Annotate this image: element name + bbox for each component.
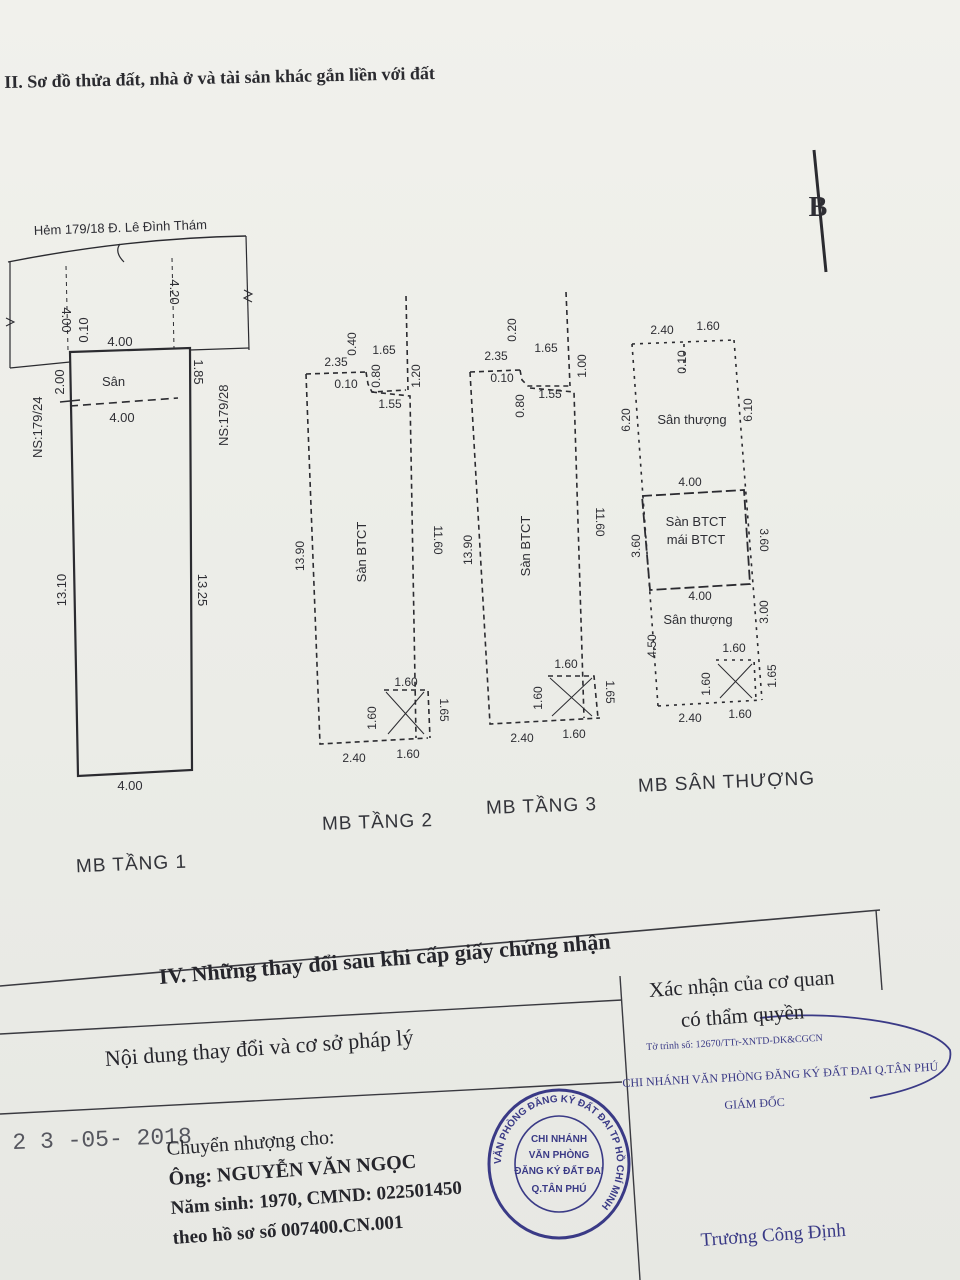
site-plan-drawing: B Hẻm 179/18 Đ. Lê Đình Thám NS:179/ (5, 149, 828, 793)
slab-label: Sàn BTCT (354, 522, 369, 583)
north-arrow-icon: B (809, 149, 828, 273)
svg-text:1.60: 1.60 (562, 727, 586, 741)
svg-text:3.60: 3.60 (629, 534, 643, 558)
svg-text:2.00: 2.00 (52, 369, 67, 394)
stamp-line-3: ĐĂNG KÝ ĐẤT ĐAI (514, 1164, 604, 1177)
svg-text:0.10: 0.10 (76, 317, 91, 342)
plan-floor-3 (469, 291, 601, 725)
svg-text:1.55: 1.55 (378, 397, 402, 411)
svg-text:0.80: 0.80 (369, 364, 383, 388)
svg-text:4.20: 4.20 (167, 279, 182, 304)
svg-text:13.25: 13.25 (195, 574, 210, 607)
svg-text:1.60: 1.60 (728, 707, 752, 721)
svg-text:1.55: 1.55 (538, 387, 562, 401)
svg-text:1.60: 1.60 (699, 672, 713, 696)
svg-text:0.10: 0.10 (490, 371, 514, 385)
slab-line-1: Sàn BTCT (666, 514, 727, 529)
svg-text:1.65: 1.65 (603, 680, 617, 704)
svg-text:2.40: 2.40 (678, 711, 702, 725)
svg-text:2.35: 2.35 (324, 355, 348, 369)
slab-label: Sàn BTCT (518, 516, 533, 577)
svg-text:11.60: 11.60 (431, 525, 445, 554)
svg-text:1.65: 1.65 (765, 664, 779, 688)
svg-text:13.90: 13.90 (293, 541, 307, 571)
svg-text:4.50: 4.50 (645, 634, 659, 658)
caption-floor-3: MB TẦNG 3 (485, 794, 598, 819)
svg-text:1.60: 1.60 (396, 747, 420, 761)
plan-rooftop (631, 339, 763, 707)
svg-text:2.40: 2.40 (650, 323, 674, 337)
svg-text:1.60: 1.60 (554, 657, 578, 671)
terrace-bottom-label: Sân thượng (663, 612, 732, 627)
stamp-line-4: Q.TÂN PHÚ (532, 1182, 587, 1195)
svg-text:4.00: 4.00 (109, 410, 134, 425)
svg-text:1.65: 1.65 (534, 341, 558, 355)
svg-text:1.60: 1.60 (696, 319, 720, 333)
svg-text:1.60: 1.60 (365, 706, 379, 730)
right-neighbor-label: NS:179/28 (216, 385, 231, 446)
svg-text:0.10: 0.10 (334, 377, 358, 391)
official-stamp: VĂN PHÒNG ĐĂNG KÝ ĐẤT ĐAI TP HỒ CHÍ MINH… (487, 1088, 631, 1240)
changes-table: IV. Những thay đổi sau khi cấp giấy chứn… (0, 900, 960, 1280)
terrace-top-label: Sân thượng (657, 412, 726, 427)
plan-floor-2-labels: 2.35 1.65 0.40 0.10 0.80 1.55 1.20 13.90… (293, 332, 451, 765)
svg-text:2.35: 2.35 (484, 349, 508, 363)
svg-text:1.85: 1.85 (191, 359, 206, 384)
svg-text:2.40: 2.40 (342, 751, 366, 765)
yard-label: Sân (102, 374, 125, 389)
plan-floor-1-labels: Hẻm 179/18 Đ. Lê Đình Thám NS:179/24 NS:… (30, 217, 231, 793)
left-neighbor-label: NS:179/24 (30, 397, 45, 458)
svg-text:4.00: 4.00 (117, 778, 142, 793)
svg-text:11.60: 11.60 (593, 507, 607, 536)
svg-text:4.00: 4.00 (688, 589, 712, 603)
svg-text:0.10: 0.10 (675, 350, 689, 374)
director-title: GIÁM ĐỐC (724, 1094, 785, 1112)
svg-text:0.20: 0.20 (505, 318, 519, 342)
svg-text:4.00: 4.00 (59, 307, 74, 332)
svg-text:1.60: 1.60 (394, 675, 418, 689)
svg-text:13.90: 13.90 (461, 535, 475, 565)
svg-text:1.65: 1.65 (437, 698, 451, 722)
svg-text:6.20: 6.20 (619, 408, 633, 432)
stamp-line-2: VĂN PHÒNG (529, 1148, 590, 1161)
plan-floor-1 (5, 235, 254, 778)
stamp-line-1: CHI NHÁNH (531, 1132, 587, 1145)
svg-text:4.00: 4.00 (678, 475, 702, 489)
svg-text:1.60: 1.60 (531, 686, 545, 710)
svg-text:1.60: 1.60 (722, 641, 746, 655)
svg-text:0.80: 0.80 (513, 394, 527, 418)
svg-text:3.00: 3.00 (757, 600, 771, 624)
svg-text:1.20: 1.20 (409, 364, 423, 388)
svg-text:6.10: 6.10 (741, 398, 755, 422)
plan-rooftop-labels: 2.40 1.60 0.10 6.20 Sân thượng 6.10 4.00… (619, 319, 779, 725)
caption-floor-2: MB TẦNG 2 (321, 810, 434, 835)
road-label: Hẻm 179/18 Đ. Lê Đình Thám (34, 217, 208, 238)
table-lines (0, 909, 952, 1280)
svg-text:0.40: 0.40 (345, 332, 359, 356)
svg-text:4.00: 4.00 (107, 334, 132, 349)
svg-text:2.40: 2.40 (510, 731, 534, 745)
north-arrow-label: B (809, 192, 828, 223)
slab-line-2: mái BTCT (667, 532, 726, 547)
rooftop-slab (641, 489, 751, 591)
section-ii-title: II. Sơ đồ thửa đất, nhà ở và tài sản khá… (4, 62, 436, 92)
plan-floor-3-labels: 2.35 1.65 0.20 0.10 0.80 1.55 1.00 13.90… (461, 318, 617, 745)
svg-text:1.00: 1.00 (575, 354, 589, 378)
svg-text:1.65: 1.65 (372, 343, 396, 357)
svg-text:3.60: 3.60 (757, 528, 771, 552)
plan-floor-2 (305, 295, 431, 745)
svg-text:13.10: 13.10 (54, 574, 69, 607)
